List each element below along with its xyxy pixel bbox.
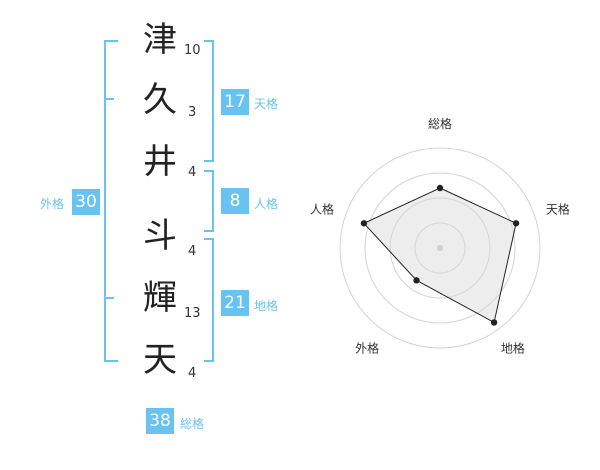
radar-center [437, 245, 443, 251]
radar-axis-label-2: 天格 [546, 202, 570, 217]
name-char-1: 津 [143, 20, 177, 60]
radar-point-5 [360, 220, 368, 227]
radar-axis-label-3: 地格 [501, 340, 525, 355]
name-char-5: 輝 [143, 278, 177, 318]
radar-ring-2 [389, 197, 491, 299]
chikaku-bracket [204, 238, 214, 362]
gaikaku-value: 30 [72, 189, 100, 215]
radar-axis-label-4: 外格 [355, 340, 379, 355]
stroke-count-4: 4 [188, 244, 197, 259]
outer-bracket-tick-upper [106, 98, 114, 100]
radar-point-3 [490, 319, 498, 326]
tenkaku-label: 天格 [254, 97, 279, 111]
stroke-count-6: 4 [188, 366, 197, 381]
radar-ring-3 [364, 172, 516, 324]
radar-polygon [363, 187, 517, 324]
outer-bracket-tick-lower [106, 297, 114, 299]
radar-point-1 [436, 184, 444, 192]
stroke-count-1: 10 [184, 43, 201, 58]
name-char-6: 天 [143, 340, 177, 380]
radar-point-2 [512, 220, 520, 227]
jinkaku-label: 人格 [254, 197, 279, 211]
chikaku-label: 地格 [254, 299, 279, 313]
stroke-count-2: 3 [188, 105, 197, 120]
name-char-3: 井 [143, 142, 177, 182]
gaikaku-label: 外格 [40, 197, 65, 211]
outer-bracket [104, 40, 118, 362]
radar-axis-label-1: 総格 [428, 116, 452, 131]
radar-ring-4 [339, 147, 541, 349]
tenkaku-value: 17 [221, 89, 249, 115]
jinkaku-value: 8 [221, 188, 249, 214]
name-char-2: 久 [143, 80, 177, 120]
radar-point-4 [413, 277, 420, 284]
name-char-4: 斗 [143, 216, 177, 256]
chikaku-value: 21 [221, 290, 249, 316]
radar-ring-1 [414, 222, 466, 274]
soukaku-value: 38 [146, 408, 174, 434]
radar-axis-label-5: 人格 [310, 202, 334, 217]
soukaku-label: 総格 [180, 417, 205, 431]
tenkaku-bracket [204, 40, 214, 162]
jinkaku-bracket [204, 170, 214, 232]
stroke-count-5: 13 [184, 306, 201, 321]
stroke-count-3: 4 [188, 165, 197, 180]
